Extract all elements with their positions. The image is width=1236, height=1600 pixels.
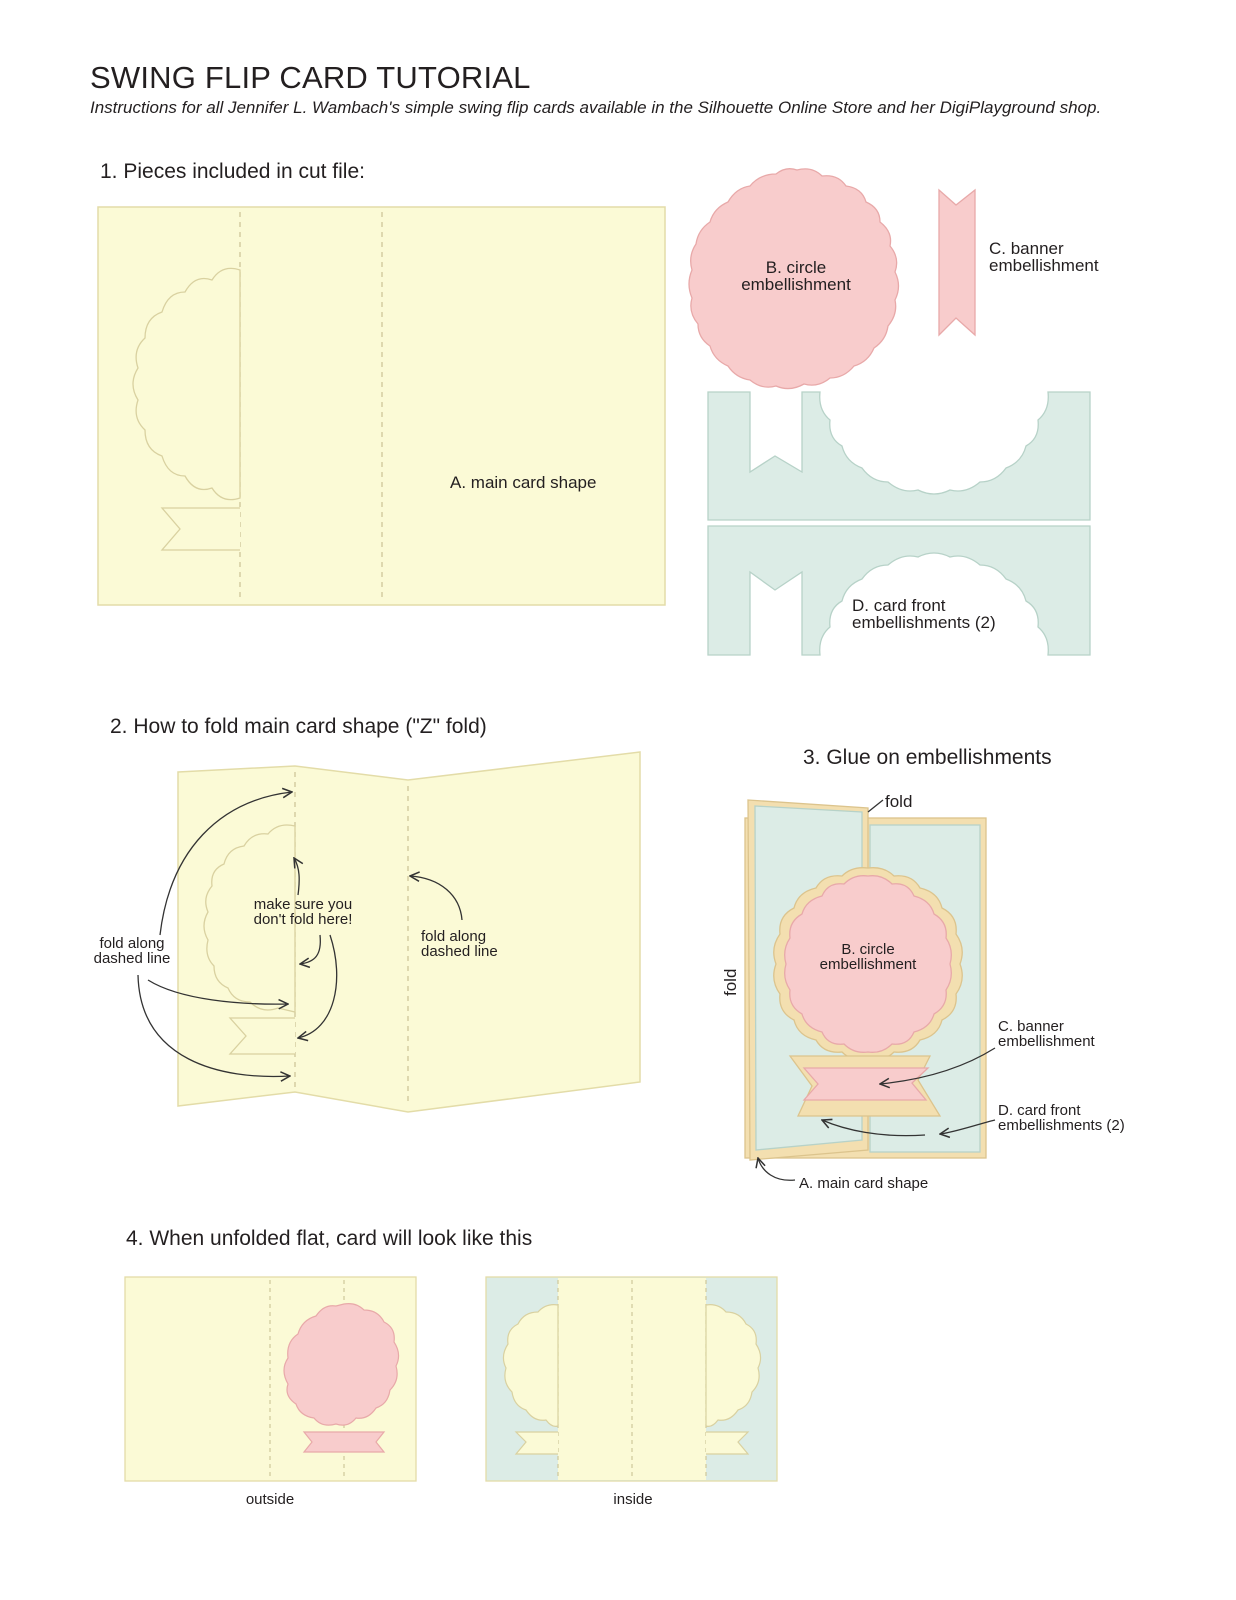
circle-embellishment	[688, 168, 900, 390]
dont-fold-note-line1: make sure you	[253, 896, 353, 913]
step3-heading: 3. Glue on embellishments	[803, 746, 1052, 769]
glued-front-line2: embellishments (2)	[998, 1117, 1125, 1134]
glued-main-card-label: A. main card shape	[799, 1175, 929, 1192]
glued-front-line1: D. card front	[998, 1102, 1081, 1119]
glued-banner-line2: embellishment	[998, 1033, 1095, 1050]
inside-label: inside	[613, 1491, 653, 1508]
glued-card	[744, 799, 987, 1161]
glued-banner-label: C. banner embellishment	[998, 1019, 1095, 1049]
z-fold-card	[177, 751, 641, 1113]
main-card-shape	[97, 206, 666, 606]
circle-label-line2: embellishment	[741, 275, 851, 294]
banner-label-line2: embellishment	[989, 256, 1099, 275]
step2-heading: 2. How to fold main card shape ("Z" fold…	[110, 715, 487, 738]
glued-circle-line2: embellishment	[819, 956, 917, 973]
fold-side-label: fold	[721, 968, 740, 996]
outside-view	[124, 1276, 417, 1482]
inside-view	[485, 1276, 778, 1482]
step2-arrows	[137, 792, 463, 1076]
fold-note-left-line1: fold along	[99, 935, 165, 952]
banner-label: C. banner embellishment	[989, 240, 1099, 274]
glued-circle-line1: B. circle	[841, 941, 895, 958]
step1-heading: 1. Pieces included in cut file:	[100, 160, 365, 183]
dont-fold-note: make sure you don't fold here!	[244, 897, 362, 927]
front-label-line1: D. card front	[852, 596, 946, 615]
banner-embellishment	[938, 188, 976, 337]
glued-front-label: D. card front embellishments (2)	[998, 1103, 1125, 1133]
circle-label-line1: B. circle	[765, 258, 827, 277]
dont-fold-note-line2: don't fold here!	[253, 911, 353, 928]
banner-label-line1: C. banner	[989, 239, 1064, 258]
glued-circle-label: B. circle embellishment	[808, 942, 928, 972]
fold-note-left: fold along dashed line	[84, 936, 180, 966]
front-label-line2: embellishments (2)	[852, 613, 996, 632]
circle-label: B. circle embellishment	[728, 259, 864, 293]
fold-top-label: fold	[885, 792, 913, 811]
page-subtitle: Instructions for all Jennifer L. Wambach…	[90, 98, 1102, 117]
fold-note-right-line1: fold along	[421, 928, 487, 945]
card-front-embellishments	[707, 391, 1091, 656]
front-label: D. card front embellishments (2)	[852, 597, 996, 631]
main-card-label: A. main card shape	[450, 473, 597, 492]
page-title: SWING FLIP CARD TUTORIAL	[90, 60, 531, 95]
fold-note-right-line2: dashed line	[421, 943, 498, 960]
glued-banner-line1: C. banner	[998, 1018, 1064, 1035]
outside-label: outside	[245, 1491, 295, 1508]
step3-arrows	[758, 799, 996, 1181]
fold-note-right: fold along dashed line	[421, 929, 498, 959]
step4-heading: 4. When unfolded flat, card will look li…	[126, 1227, 533, 1250]
fold-note-left-line2: dashed line	[93, 950, 171, 967]
